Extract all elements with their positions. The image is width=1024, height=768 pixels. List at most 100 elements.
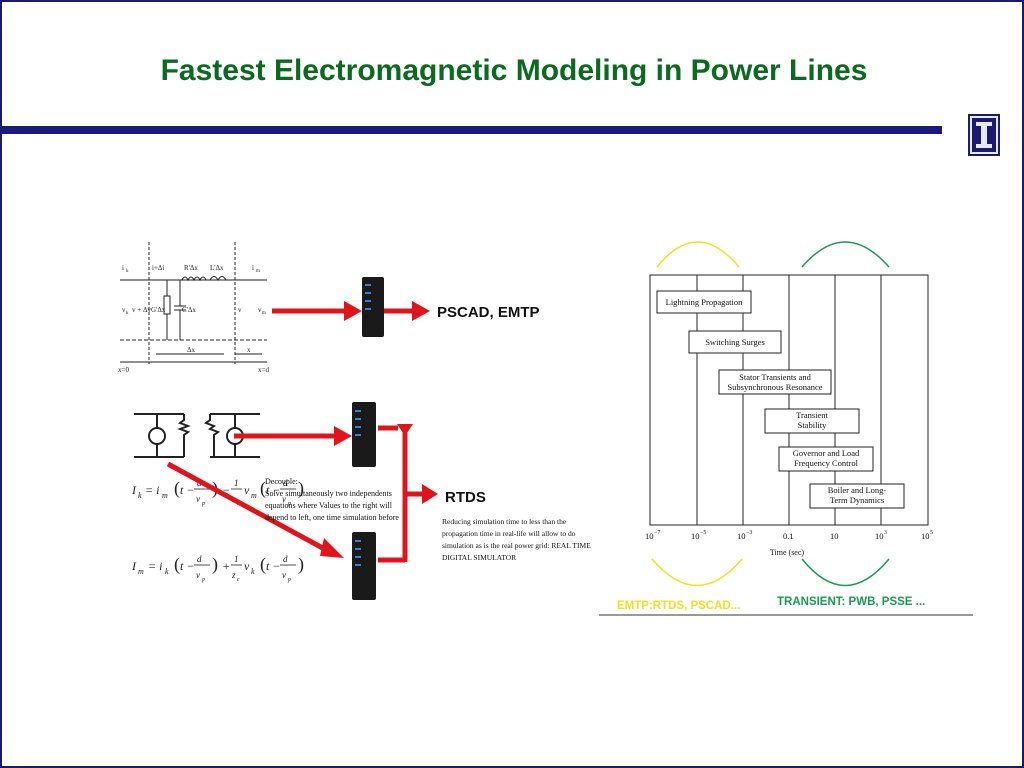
svg-text:k: k [126,269,129,274]
server-icon-rtds-1 [352,402,376,467]
svg-text:p: p [201,501,205,507]
svg-text:t −: t − [266,559,280,573]
svg-text:= i: = i [145,483,159,497]
svg-text:−5: −5 [700,530,706,536]
svg-text:m: m [138,567,144,576]
pscad-emtp-label: PSCAD, EMTP [437,304,540,321]
phenomena-labels: Lightning Propagation Switching Surges S… [666,297,887,505]
svg-text:Transient: Transient [796,410,828,420]
svg-text:(: ( [174,554,180,575]
svg-text:v: v [258,306,262,314]
svg-text:Boiler and Long-: Boiler and Long- [828,485,887,495]
svg-text:v: v [282,570,286,580]
svg-text:t −: t − [266,483,280,497]
svg-text:d: d [197,554,202,564]
svg-text:k: k [138,491,142,500]
emtp-arc-top [656,241,740,268]
time-scale-diagram: Lightning Propagation Switching Surges S… [599,241,973,616]
svg-text:m: m [262,311,266,316]
svg-text:t −: t − [180,559,194,573]
svg-text:−3: −3 [746,530,752,536]
svg-text:t −: t − [180,483,194,497]
svg-text:v: v [196,570,200,580]
svg-text:c: c [237,577,240,583]
emtp-tools-label: EMTP:RTDS, PSCAD... [617,600,740,612]
svg-text:= i: = i [148,559,162,573]
svg-text:(: ( [260,554,266,575]
slide-title: Fastest Electromagnetic Modeling in Powe… [160,54,868,87]
svg-text:I: I [131,559,137,573]
time-axis-ticks: 10 −7 10 −5 10 −3 0.1 10 10 3 10 5 [645,530,933,541]
circuit-labels: i k i+Δi R'Δx L'Δx i m v + Δv G'Δx C'Δx … [118,264,269,374]
svg-text:): ) [298,478,304,499]
svg-text:simulation as is the real powe: simulation as is the real power grid: RE… [442,541,591,550]
svg-text:k: k [126,311,129,316]
rtds-description: Reducing simulation time to less than th… [442,517,591,562]
decade-lines [696,275,882,525]
svg-text:i: i [122,264,124,272]
svg-text:(: ( [260,478,266,499]
svg-text:v: v [122,306,126,314]
svg-text:v: v [244,483,250,497]
svg-text:1: 1 [234,554,239,564]
left-diagram: i k i+Δi R'Δx L'Δx i m v + Δv G'Δx C'Δx … [118,242,591,600]
time-axis-label: Time (sec) [770,548,804,557]
svg-text:10: 10 [737,531,746,541]
red-arrows [166,301,438,563]
svg-text:depend to left, one time simul: depend to left, one time simulation befo… [265,513,399,522]
svg-text:R'Δx: R'Δx [184,264,198,272]
svg-text:p: p [287,501,291,507]
svg-text:10: 10 [691,531,700,541]
svg-text:I: I [131,483,137,497]
svg-text:propagation time in real-life: propagation time in real-life will allow… [442,529,576,538]
svg-text:Decouple:: Decouple: [265,477,298,486]
svg-text:−7: −7 [654,530,660,536]
title-rule [2,126,942,134]
svg-text:d: d [283,554,288,564]
svg-text:Solve simultaneously two indep: Solve simultaneously two independents [265,489,392,498]
university-logo-icon [968,114,1000,156]
svg-text:Term Dynamics: Term Dynamics [830,495,884,505]
svg-text:m: m [162,491,168,500]
svg-text:m: m [251,491,257,500]
svg-text:p: p [201,577,205,583]
svg-text:10: 10 [645,531,654,541]
svg-text:3: 3 [884,530,887,536]
svg-text:d: d [283,478,288,488]
equation-ik: I k = i m ( t − d v p ) − 1 z c v m ( t … [131,478,304,507]
svg-text:Subsynchronous Resonance: Subsynchronous Resonance [727,382,822,392]
svg-text:DIGITAL SIMULATOR: DIGITAL SIMULATOR [442,553,516,562]
svg-text:i: i [252,264,254,272]
svg-text:Reducing simulation time to le: Reducing simulation time to less than th… [442,517,567,526]
rtds-label: RTDS [445,489,486,506]
svg-text:Lightning Propagation: Lightning Propagation [666,297,743,307]
svg-text:v: v [196,494,200,504]
svg-text:−: − [222,483,230,497]
phenomena-boxes [656,290,905,509]
svg-text:+: + [222,559,230,573]
svg-text:m: m [256,269,260,274]
server-icon-pscad [362,277,384,337]
svg-text:z: z [231,570,236,580]
svg-text:i+Δi: i+Δi [152,264,164,272]
svg-text:Stator Transients and: Stator Transients and [739,372,812,382]
svg-text:Switching Surges: Switching Surges [705,337,765,347]
svg-text:Frequency Control: Frequency Control [794,458,859,468]
svg-text:): ) [212,554,218,575]
svg-text:x: x [247,346,251,354]
svg-text:k: k [251,567,255,576]
transmission-line-circuit [120,242,267,364]
svg-text:Governor and Load: Governor and Load [793,448,860,458]
svg-text:equations where Values to the: equations where Values to the right will [265,501,393,510]
transient-tools-label: TRANSIENT: PWB, PSSE ... [777,596,925,608]
svg-text:x=0: x=0 [118,366,129,374]
svg-text:v: v [282,494,286,504]
svg-text:k: k [165,567,169,576]
svg-text:v + Δv: v + Δv [132,306,151,314]
transient-arc-bottom [801,558,890,587]
equation-im: I m = i k ( t − d v p ) + 1 z c v k ( t … [131,554,304,583]
svg-text:C'Δx: C'Δx [182,306,196,314]
svg-text:): ) [298,554,304,575]
svg-text:v: v [244,559,250,573]
